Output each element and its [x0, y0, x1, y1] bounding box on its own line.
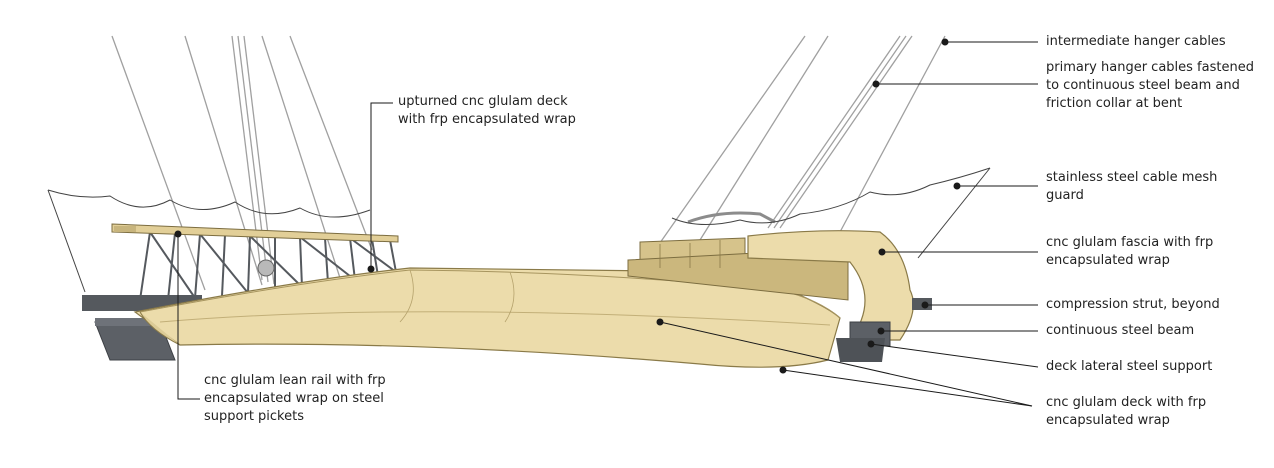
label-line: encapsulated wrap: [1046, 413, 1170, 428]
label-line: cnc glulam deck with frp: [1046, 395, 1207, 410]
right-mesh-guard: [671, 167, 991, 259]
label-intermediate-cables: intermediate hanger cables: [1046, 33, 1226, 51]
label-line: primary hanger cables fastened: [1046, 60, 1254, 75]
label-line: compression strut, beyond: [1046, 297, 1220, 312]
label-line: cnc glulam fascia with frp: [1046, 235, 1214, 250]
label-line: intermediate hanger cables: [1046, 34, 1226, 49]
label-line: cnc glulam lean rail with frp: [204, 373, 386, 388]
label-line: friction collar at bent: [1046, 96, 1183, 111]
label-steel-beam: continuous steel beam: [1046, 322, 1194, 340]
label-lateral-support: deck lateral steel support: [1046, 358, 1212, 376]
lean-rail-assembly: [111, 223, 399, 301]
leader-lines: [174, 38, 1039, 407]
label-deck: cnc glulam deck with frp encapsulated wr…: [1046, 394, 1206, 430]
label-line: stainless steel cable mesh: [1046, 170, 1218, 185]
label-lean-rail: cnc glulam lean rail with frp encapsulat…: [204, 372, 386, 426]
right-fascia: [627, 211, 914, 341]
label-upturned-deck: upturned cnc glulam deck with frp encaps…: [398, 93, 576, 129]
label-line: with frp encapsulated wrap: [398, 112, 576, 127]
label-line: upturned cnc glulam deck: [398, 94, 568, 109]
label-fascia: cnc glulam fascia with frp encapsulated …: [1046, 234, 1213, 270]
label-line: deck lateral steel support: [1046, 359, 1213, 374]
hanger-cables: [111, 35, 946, 291]
label-line: encapsulated wrap: [1046, 253, 1170, 268]
label-primary-cables: primary hanger cables fastened to contin…: [1046, 59, 1254, 113]
label-compression-strut: compression strut, beyond: [1046, 296, 1220, 314]
label-line: encapsulated wrap on steel: [204, 391, 384, 406]
label-line: support pickets: [204, 409, 304, 424]
label-line: continuous steel beam: [1046, 323, 1195, 338]
label-line: to continuous steel beam and: [1046, 78, 1240, 93]
label-mesh-guard: stainless steel cable mesh guard: [1046, 169, 1217, 205]
label-line: guard: [1046, 188, 1084, 203]
left-mesh-guard: [47, 189, 371, 293]
